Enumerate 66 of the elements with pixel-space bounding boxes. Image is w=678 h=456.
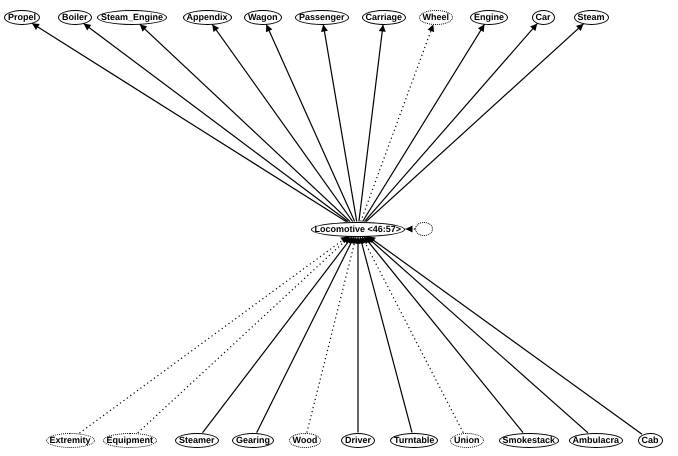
arrow: [361, 236, 464, 433]
concept-ellipse: [532, 10, 555, 24]
concept-label: Equipment: [106, 434, 153, 446]
arrow: [364, 236, 524, 434]
arrow: [306, 236, 358, 433]
arrow: [366, 23, 584, 222]
concept-label: Union: [454, 434, 480, 446]
concept-label: Car: [536, 12, 551, 22]
arrow: [358, 24, 386, 222]
concept-label: Driver: [345, 434, 372, 446]
arrow: [366, 236, 588, 434]
arrow: [354, 236, 362, 432]
arrow: [83, 22, 349, 222]
concept-ellipse: [450, 432, 484, 448]
concept-label: Wheel: [422, 12, 450, 22]
arrow: [139, 24, 351, 222]
concept-ellipse: [244, 10, 282, 24]
concept-ellipse: [295, 10, 349, 24]
concept-ellipse: [390, 432, 438, 448]
concept-label: Appendix: [186, 12, 228, 22]
arrow: [32, 22, 347, 222]
concept-label: Engine: [474, 12, 504, 22]
arrow: [406, 226, 415, 232]
arrow: [368, 236, 642, 435]
concept-ellipse: [341, 432, 376, 448]
arrow: [266, 24, 356, 222]
arrow: [362, 24, 486, 222]
concept-label: Ambulacra: [572, 434, 620, 446]
arrow: [360, 24, 434, 222]
concept-label: Gearing: [236, 434, 270, 446]
arrow: [321, 24, 358, 222]
concept-ellipse: [470, 10, 508, 24]
concept-ellipse: [232, 432, 274, 448]
arrow: [202, 236, 353, 434]
concept-label: Boiler: [62, 12, 88, 22]
arrow: [212, 24, 354, 222]
concept-label: Steamer: [179, 434, 215, 446]
concept-ellipse: [46, 432, 95, 448]
concept-label: Turntable: [394, 434, 434, 446]
arrow: [364, 23, 538, 222]
concept-ellipse: [4, 10, 40, 24]
concept-ellipse: [182, 10, 232, 24]
concept-label: Wagon: [248, 12, 278, 22]
concept-label: Passenger: [299, 12, 345, 22]
concept-ellipse: [175, 432, 219, 448]
arrow: [358, 236, 413, 433]
concept-label: Extremity: [50, 434, 91, 446]
concept-ellipse: [638, 432, 663, 448]
arrow: [256, 236, 355, 433]
concept-ellipse: [418, 10, 454, 24]
concept-ellipse: [102, 432, 157, 448]
arrow: [137, 236, 350, 434]
concept-label: Smokestack: [502, 434, 556, 446]
concept-label: Propel: [8, 12, 36, 22]
concept-label: Locomotive <46:57>: [314, 224, 402, 234]
concept-ellipse: [574, 10, 609, 24]
concept-label: Steam_Engine: [101, 12, 164, 22]
concept-label: Wood: [292, 434, 318, 446]
concept-label: Cab: [642, 434, 659, 446]
concept-ellipse: [362, 10, 406, 24]
concept-label: Steam: [578, 12, 605, 22]
concept-label: Carriage: [366, 12, 402, 22]
arrow: [79, 236, 348, 434]
empty-ellipse: [415, 222, 433, 236]
concept-ellipse: [58, 10, 92, 24]
concept-ellipse: [288, 432, 322, 448]
